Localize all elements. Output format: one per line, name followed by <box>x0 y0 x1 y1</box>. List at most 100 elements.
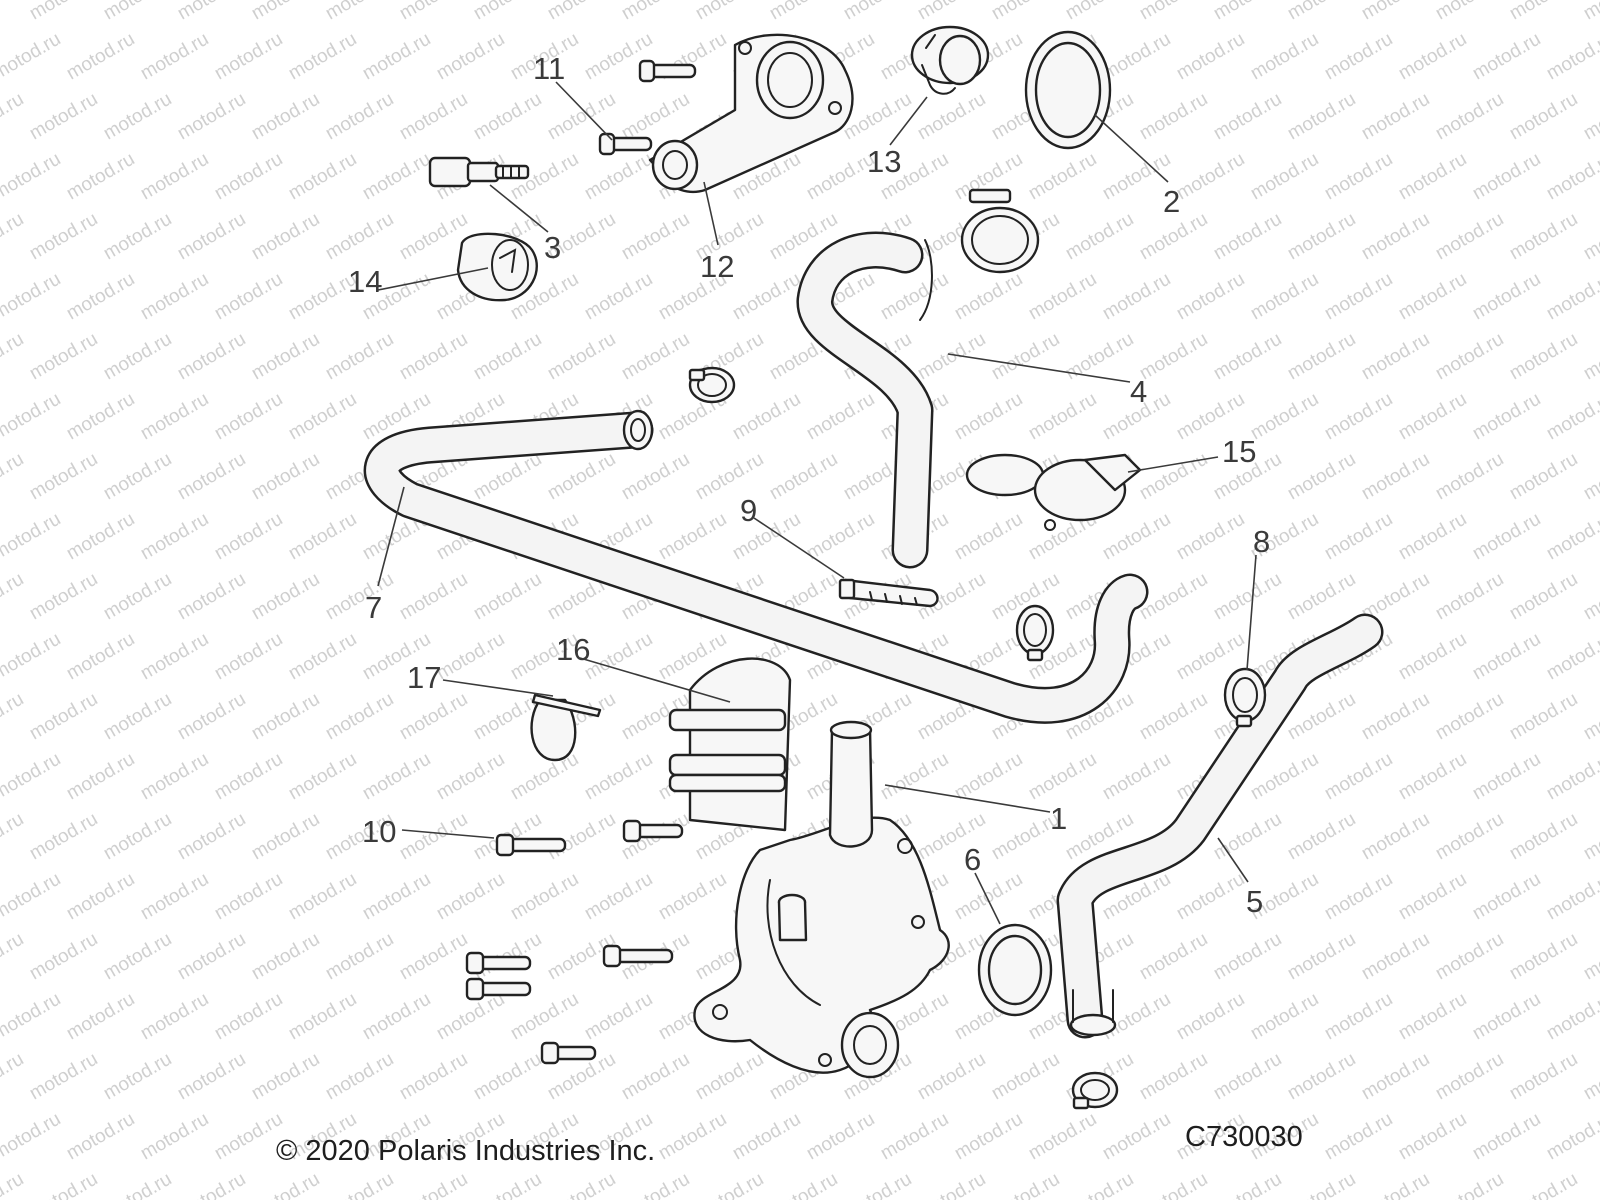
watermark-text: motod.ru <box>1580 329 1600 385</box>
watermark-text: motod.ru <box>1580 1169 1600 1200</box>
part-17-cable-tie <box>530 693 602 762</box>
watermark-text: motod.ru <box>840 1169 915 1200</box>
part-10-bolts <box>465 819 684 1065</box>
watermark-text: motod.ru <box>433 629 508 685</box>
watermark-text: motod.ru <box>1469 149 1544 205</box>
watermark-text: motod.ru <box>1025 389 1100 445</box>
watermark-text: motod.ru <box>1025 269 1100 325</box>
watermark-text: motod.ru <box>0 89 27 145</box>
watermark-text: motod.ru <box>618 329 693 385</box>
watermark-text: motod.ru <box>1469 749 1544 805</box>
watermark-text: motod.ru <box>1358 809 1433 865</box>
watermark-text: motod.ru <box>1136 89 1211 145</box>
watermark-text: motod.ru <box>322 1049 397 1105</box>
watermark-text: motod.ru <box>1469 869 1544 925</box>
watermark-text: motod.ru <box>1321 1109 1396 1165</box>
watermark-text: motod.ru <box>26 929 101 985</box>
watermark-text: motod.ru <box>322 329 397 385</box>
watermark-text: motod.ru <box>0 1109 64 1165</box>
watermark-text: motod.ru <box>0 149 64 205</box>
watermark-text: motod.ru <box>0 629 64 685</box>
watermark-text: motod.ru <box>359 149 434 205</box>
watermark-text: motod.ru <box>359 869 434 925</box>
watermark-text: motod.ru <box>618 89 693 145</box>
watermark-text: motod.ru <box>581 869 656 925</box>
watermark-text: motod.ru <box>766 0 841 24</box>
watermark-text: motod.ru <box>396 1169 471 1200</box>
watermark-text: motod.ru <box>1247 389 1322 445</box>
watermark-text: motod.ru <box>0 689 27 745</box>
leader-17 <box>442 679 554 697</box>
watermark-text: motod.ru <box>877 749 952 805</box>
callout-7: 7 <box>365 590 382 625</box>
watermark-text: motod.ru <box>1136 449 1211 505</box>
watermark-text: motod.ru <box>1432 0 1507 24</box>
watermark-text: motod.ru <box>1136 1169 1211 1200</box>
watermark-text: motod.ru <box>951 269 1026 325</box>
watermark-text: motod.ru <box>1432 1169 1507 1200</box>
watermark-text: motod.ru <box>1395 1109 1470 1165</box>
watermark-text: motod.ru <box>100 1049 175 1105</box>
watermark-text: motod.ru <box>211 629 286 685</box>
watermark-text: motod.ru <box>1506 689 1581 745</box>
watermark-text: motod.ru <box>1099 269 1174 325</box>
watermark-text: motod.ru <box>248 929 323 985</box>
watermark-text: motod.ru <box>137 749 212 805</box>
watermark-text: motod.ru <box>729 269 804 325</box>
watermark-text: motod.ru <box>840 0 915 24</box>
watermark-text: motod.ru <box>1358 1169 1433 1200</box>
watermark-text: motod.ru <box>211 29 286 85</box>
watermark-text: motod.ru <box>63 29 138 85</box>
callout-4: 4 <box>1130 374 1147 409</box>
leader-6 <box>974 872 1001 925</box>
watermark-text: motod.ru <box>1506 809 1581 865</box>
watermark-text: motod.ru <box>1284 809 1359 865</box>
watermark-text: motod.ru <box>1358 329 1433 385</box>
watermark-text: motod.ru <box>803 1109 878 1165</box>
watermark-text: motod.ru <box>174 89 249 145</box>
leader-14 <box>377 267 489 291</box>
leader-3 <box>489 184 549 233</box>
watermark-text: motod.ru <box>0 809 27 865</box>
watermark-text: motod.ru <box>1543 29 1600 85</box>
leader-8 <box>1246 554 1257 671</box>
part-13-thermostat <box>910 25 990 95</box>
watermark-text: motod.ru <box>1284 1049 1359 1105</box>
watermark-text: motod.ru <box>1580 929 1600 985</box>
watermark-text: motod.ru <box>433 29 508 85</box>
watermark-text: motod.ru <box>26 1169 101 1200</box>
watermark-text: motod.ru <box>0 869 64 925</box>
watermark-text: motod.ru <box>100 569 175 625</box>
watermark-text: motod.ru <box>951 389 1026 445</box>
watermark-text: motod.ru <box>248 209 323 265</box>
watermark-text: motod.ru <box>1284 1169 1359 1200</box>
watermark-text: motod.ru <box>211 269 286 325</box>
watermark-text: motod.ru <box>1210 1049 1285 1105</box>
watermark-text: motod.ru <box>1136 329 1211 385</box>
watermark-text: motod.ru <box>137 869 212 925</box>
watermark-text: motod.ru <box>322 0 397 24</box>
watermark-text: motod.ru <box>26 329 101 385</box>
part-2-seal-ring <box>1024 30 1112 150</box>
watermark-text: motod.ru <box>1543 869 1600 925</box>
watermark-text: motod.ru <box>1321 989 1396 1045</box>
watermark-text: motod.ru <box>211 509 286 565</box>
leader-10 <box>401 829 495 839</box>
watermark-text: motod.ru <box>544 449 619 505</box>
watermark-text: motod.ru <box>248 329 323 385</box>
hose-clamp-upper <box>688 366 736 404</box>
watermark-text: motod.ru <box>1543 269 1600 325</box>
watermark-text: motod.ru <box>63 1109 138 1165</box>
part-8-hose-clamp <box>1223 667 1267 728</box>
watermark-text: motod.ru <box>618 449 693 505</box>
watermark-text: motod.ru <box>914 89 989 145</box>
watermark-text: motod.ru <box>1062 329 1137 385</box>
watermark-text: motod.ru <box>322 1169 397 1200</box>
watermark-text: motod.ru <box>1543 989 1600 1045</box>
part-7-coolant-hose <box>363 409 1149 724</box>
leader-11 <box>555 81 613 141</box>
watermark-text: motod.ru <box>618 1049 693 1105</box>
watermark-text: motod.ru <box>26 1049 101 1105</box>
part-6-o-ring <box>977 923 1053 1017</box>
watermark-text: motod.ru <box>248 569 323 625</box>
